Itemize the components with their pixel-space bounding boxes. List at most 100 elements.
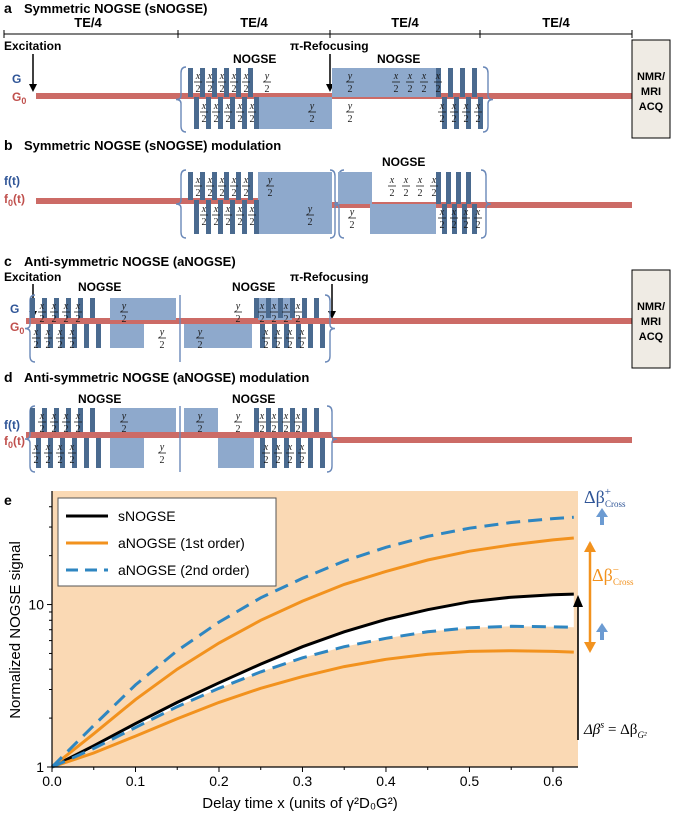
bracket [482, 66, 494, 133]
modulation-block [218, 438, 254, 468]
gradient-lobe [314, 298, 319, 318]
fraction-numerator: x [393, 71, 399, 82]
fraction-numerator: x [259, 301, 265, 312]
fraction-denominator: 2 [226, 217, 231, 228]
fraction-denominator: 2 [160, 455, 165, 466]
gradient-lobe [302, 298, 307, 318]
gradient-lobe [442, 97, 447, 129]
modulation-lobe [314, 408, 319, 432]
acq-line-2: MRI [641, 86, 661, 98]
x-tick-label: 0.4 [376, 773, 396, 789]
fraction-numerator: x [299, 327, 305, 338]
modulation-lobe [230, 200, 235, 234]
fraction-denominator: 2 [296, 424, 301, 435]
fraction-numerator: y [347, 71, 353, 82]
gradient-lobe [284, 324, 289, 348]
fraction-numerator: x [39, 411, 45, 422]
fraction-numerator: y [121, 301, 127, 312]
fraction-denominator: 2 [350, 220, 355, 231]
fraction-denominator: 2 [202, 217, 207, 228]
fraction-denominator: 2 [300, 455, 305, 466]
modulation-lobe [78, 408, 83, 432]
acq-line-3: ACQ [639, 101, 664, 113]
acq-line-3: ACQ [639, 331, 664, 343]
baseline [26, 318, 632, 324]
fraction-numerator: x [201, 204, 207, 215]
legend-label: aNOGSE (2nd order) [118, 562, 250, 578]
fraction-numerator: x [389, 175, 395, 186]
fraction-denominator: 2 [40, 314, 45, 325]
fraction-numerator: x [219, 71, 225, 82]
fraction-denominator: 2 [284, 314, 289, 325]
fraction-denominator: 2 [198, 424, 203, 435]
fraction-numerator: x [435, 71, 441, 82]
fraction-numerator: y [235, 411, 241, 422]
acq-line-2: MRI [641, 316, 661, 328]
fraction-numerator: x [219, 175, 225, 186]
fraction-denominator: 2 [202, 114, 207, 125]
modulation-block [110, 408, 144, 432]
y-tick-label: 10 [28, 597, 44, 613]
te-label: TE/4 [74, 15, 102, 30]
te-label: TE/4 [391, 15, 419, 30]
fraction-denominator: 2 [238, 114, 243, 125]
x-tick-label: 0.3 [293, 773, 313, 789]
gradient-g-label: G [10, 302, 19, 316]
gradient-lobe [290, 298, 295, 318]
fraction-numerator: x [275, 442, 281, 453]
gradient-block [370, 68, 436, 97]
fraction-numerator: x [287, 327, 293, 338]
fraction-denominator: 2 [452, 114, 457, 125]
delta-s-annotation: Δβs = ΔβG² [583, 720, 647, 740]
modulation-lobe [472, 204, 477, 234]
modulation-lobe [96, 438, 101, 468]
fraction-denominator: 2 [214, 217, 219, 228]
annotations: Δβ+Cross Δβ−Cross Δβs = ΔβG² [573, 486, 647, 740]
gradient-lobe [66, 298, 71, 318]
fraction-numerator: x [225, 204, 231, 215]
fraction-denominator: 2 [264, 340, 269, 351]
fraction-denominator: 2 [238, 217, 243, 228]
fraction-denominator: 2 [208, 188, 213, 199]
te-label: TE/4 [240, 15, 268, 30]
fraction-numerator: y [197, 327, 203, 338]
series-line [51, 624, 574, 769]
fraction-numerator: x [263, 442, 269, 453]
bracket [480, 169, 492, 239]
fraction-denominator: 2 [310, 114, 315, 125]
modulation-lobe [442, 204, 447, 234]
gradient-lobe [36, 324, 41, 348]
series-line [51, 592, 574, 769]
fraction-denominator: 2 [272, 424, 277, 435]
modulation-lobe [236, 172, 241, 200]
fraction-denominator: 2 [260, 314, 265, 325]
modulation-lobe [248, 172, 253, 200]
x-tick-label: 0.5 [460, 773, 480, 789]
cross-minus-annotation: Δβ−Cross [592, 564, 634, 587]
modulation-lobe [206, 200, 211, 234]
fraction-denominator: 2 [244, 84, 249, 95]
sequence-b: NOGSEx2x2x2x2x2x2x2x2x2x2y2y2x2x2x2x2x2x… [36, 155, 632, 239]
fraction-denominator: 2 [70, 340, 75, 351]
fraction-denominator: 2 [250, 217, 255, 228]
fraction-numerator: x [299, 442, 305, 453]
modulation-lobe [194, 200, 199, 234]
te-ruler: TE/4 TE/4 TE/4 TE/4 [3, 15, 633, 38]
gradient-lobe [266, 298, 271, 318]
y-axis-label: Normalized NOGSE signal [7, 541, 24, 719]
modulation-lobe [266, 408, 271, 432]
series-line [50, 515, 574, 769]
gradient-lobe [478, 97, 483, 129]
modulation-lobe [466, 172, 471, 204]
fraction-numerator: x [287, 442, 293, 453]
fraction-denominator: 2 [40, 424, 45, 435]
legend-label: sNOGSE [118, 508, 176, 524]
fraction-denominator: 2 [276, 455, 281, 466]
modulation-block [110, 438, 144, 468]
gradient-block [110, 298, 144, 320]
y-tick-label: 1 [36, 759, 44, 775]
fraction-numerator: x [249, 101, 255, 112]
fraction-denominator: 2 [284, 424, 289, 435]
